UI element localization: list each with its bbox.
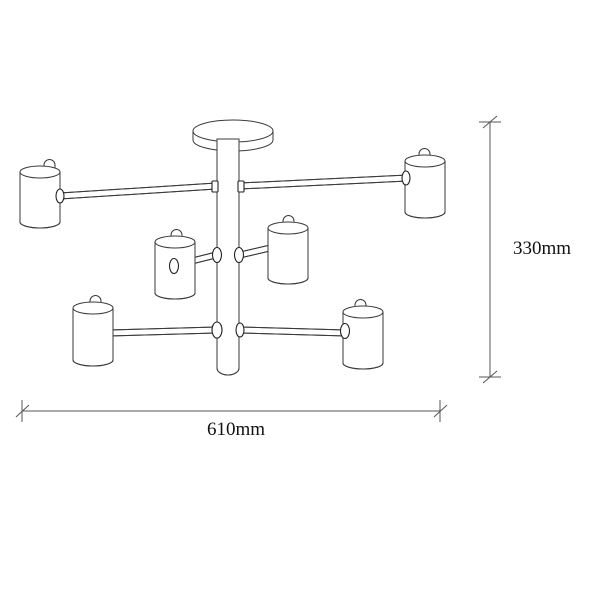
arm-bottom-right — [235, 322, 347, 338]
shade-mid-left — [154, 229, 196, 300]
height-dimension-label: 330mm — [513, 238, 572, 259]
width-dimension-label: 610mm — [207, 419, 266, 440]
arm-top-left — [59, 180, 219, 200]
shade-top-left — [19, 159, 65, 229]
arm-top-right — [237, 174, 409, 193]
shade-bottom-right — [339, 299, 384, 370]
dimension-width — [15, 400, 448, 422]
arm-mid-right — [233, 244, 271, 264]
shade-top-right — [401, 148, 446, 219]
shade-bottom-left — [72, 295, 114, 367]
shade-mid-right — [267, 215, 309, 285]
arm-bottom-left — [107, 321, 223, 339]
dimension-height — [479, 115, 501, 384]
